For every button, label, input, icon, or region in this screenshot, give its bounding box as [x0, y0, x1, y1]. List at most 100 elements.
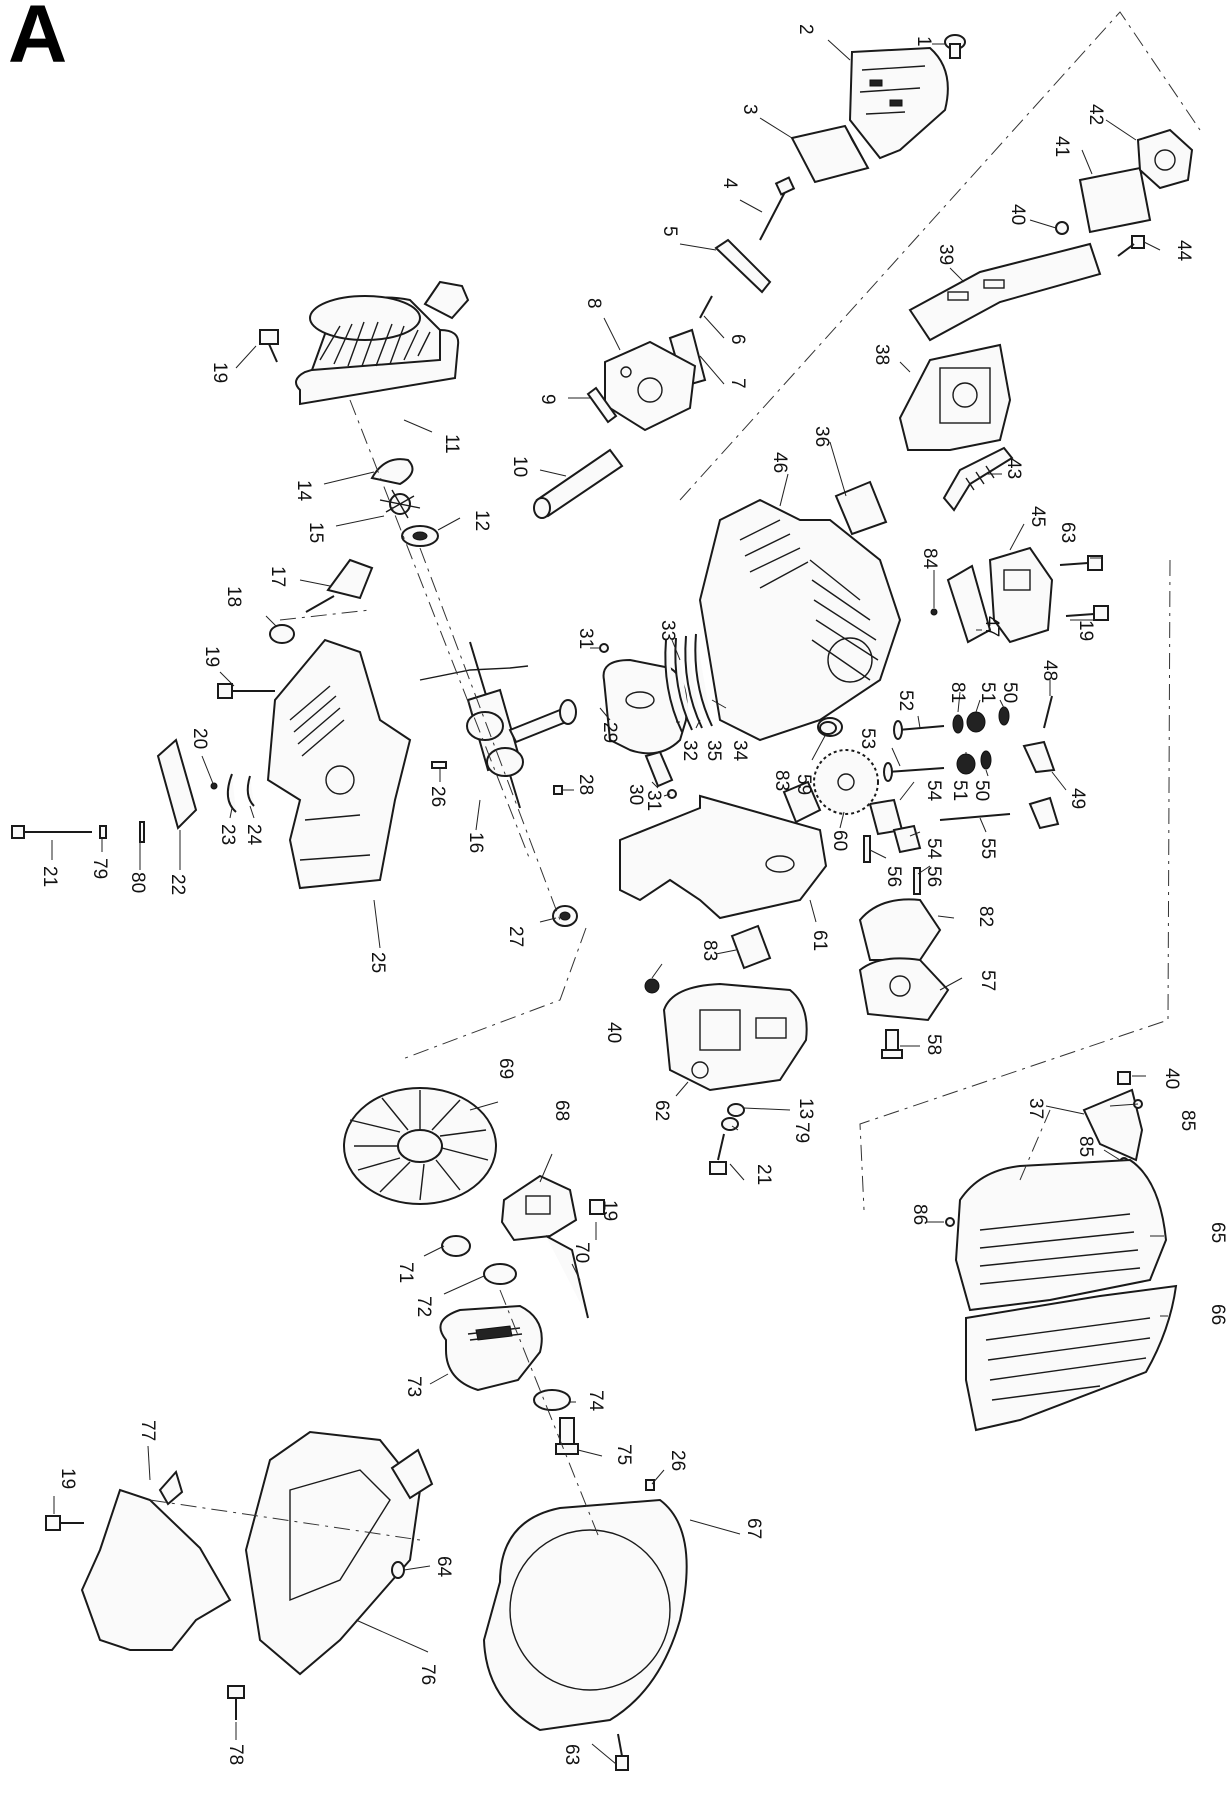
callout-7: 7: [727, 378, 748, 389]
callout-8: 8: [583, 298, 604, 309]
part-31-circlip-a: [599, 643, 609, 653]
callout-66: 66: [1207, 1304, 1228, 1325]
callout-19-e: 19: [57, 1468, 78, 1489]
part-21-long-bolt-b: [709, 1133, 727, 1175]
callout-63-b: 63: [561, 1744, 582, 1765]
callout-62: 62: [651, 1100, 672, 1121]
part-79-washer-a: [99, 825, 107, 839]
part-2-filter-cover: [848, 46, 949, 160]
callout-1: 1: [913, 36, 934, 47]
callout-3: 3: [739, 104, 760, 115]
part-71-nut: [441, 1235, 471, 1257]
callout-54-b: 54: [923, 838, 944, 860]
part-3-filter-element: [790, 124, 870, 184]
callout-35: 35: [703, 740, 724, 761]
callout-25: 25: [367, 952, 388, 973]
callout-46: 46: [769, 452, 790, 473]
callout-75: 75: [613, 1444, 634, 1465]
part-59-washer: [819, 721, 837, 735]
callout-50-b: 50: [971, 780, 992, 801]
part-40-bolt-c: [1117, 1071, 1131, 1085]
callout-19-d: 19: [599, 1200, 620, 1221]
section-letter: A: [8, 0, 67, 80]
callout-9: 9: [537, 394, 558, 405]
part-77-frame: [80, 1469, 232, 1651]
part-26-dowel-a: [431, 761, 447, 769]
callout-61: 61: [809, 930, 830, 951]
callout-84: 84: [919, 548, 940, 570]
callout-50-a: 50: [999, 682, 1020, 703]
callout-31-b: 31: [643, 790, 664, 811]
callout-85-b: 85: [1075, 1136, 1096, 1157]
part-18-washer: [269, 624, 295, 644]
part-6-screw: [699, 295, 713, 319]
part-63-bolt-a: [1059, 555, 1103, 571]
part-72-washer: [483, 1263, 517, 1285]
part-66-bottom-shroud: [965, 1284, 1178, 1432]
callout-21-b: 21: [753, 1164, 774, 1185]
callout-16: 16: [465, 832, 486, 853]
part-47-gasket: [946, 564, 992, 644]
part-84-pin: [930, 608, 938, 616]
callout-53: 53: [857, 728, 878, 749]
callout-26-a: 26: [427, 786, 448, 807]
leader-lines: [51, 39, 1168, 1765]
part-65-top-shroud: [954, 1158, 1168, 1312]
callout-31-a: 31: [575, 628, 596, 649]
callout-2: 2: [795, 24, 816, 35]
part-69-flywheel: [343, 1087, 497, 1205]
callout-13: 13: [795, 1098, 816, 1119]
callout-57: 57: [977, 970, 998, 991]
callout-80: 80: [127, 872, 148, 893]
part-10-tube: [533, 448, 624, 519]
part-52-valve: [893, 720, 945, 740]
callout-14: 14: [293, 480, 314, 502]
callout-22: 22: [167, 874, 188, 895]
part-43-spark-plug: [942, 446, 1014, 512]
callout-5: 5: [659, 226, 680, 237]
callout-78: 78: [225, 1744, 246, 1765]
part-50-retainer-a: [998, 706, 1010, 726]
part-27-bearing: [552, 905, 578, 927]
part-23-clip: [226, 773, 237, 813]
callout-54-a: 54: [923, 780, 944, 802]
part-40-bolt-a: [1055, 221, 1069, 235]
callout-42: 42: [1085, 104, 1106, 125]
callout-43: 43: [1003, 458, 1024, 479]
part-81-seal: [952, 714, 964, 734]
callout-77: 77: [137, 1420, 158, 1441]
part-86-screw: [945, 1217, 955, 1227]
callout-19-b: 19: [201, 646, 222, 667]
part-41-gasket: [1078, 166, 1152, 234]
callout-19-a: 19: [209, 362, 230, 383]
part-31-circlip-b: [667, 789, 677, 799]
part-51-spring-a: [966, 711, 986, 733]
callout-67: 67: [743, 1518, 764, 1539]
part-4-bolt: [759, 176, 796, 241]
part-11-recoil-starter: [295, 280, 470, 406]
part-67-fan-housing: [482, 1498, 688, 1732]
part-12-bearing: [401, 525, 439, 547]
callout-69: 69: [495, 1058, 516, 1079]
part-83-gasket-b: [730, 924, 772, 970]
callout-36: 36: [811, 426, 832, 447]
callout-44: 44: [1173, 240, 1194, 262]
callout-65: 65: [1207, 1222, 1228, 1243]
callout-23: 23: [217, 824, 238, 845]
callout-76: 76: [417, 1664, 438, 1685]
callout-64: 64: [433, 1556, 454, 1578]
part-54-lifter-b: [892, 824, 922, 854]
callout-70: 70: [571, 1242, 592, 1263]
part-55-pushrod: [939, 813, 1011, 821]
part-78-bolt: [227, 1685, 245, 1720]
part-5-bracket: [714, 238, 772, 294]
callout-40-c: 40: [603, 1022, 624, 1043]
part-22-cover-plate: [156, 738, 198, 830]
part-42-carburetor: [1136, 128, 1194, 190]
part-1-screw: [944, 34, 966, 59]
part-25-crankcase: [266, 638, 412, 890]
part-17-shaft: [305, 558, 374, 613]
part-63-bolt-b: [615, 1733, 629, 1771]
callout-11: 11: [441, 434, 462, 454]
